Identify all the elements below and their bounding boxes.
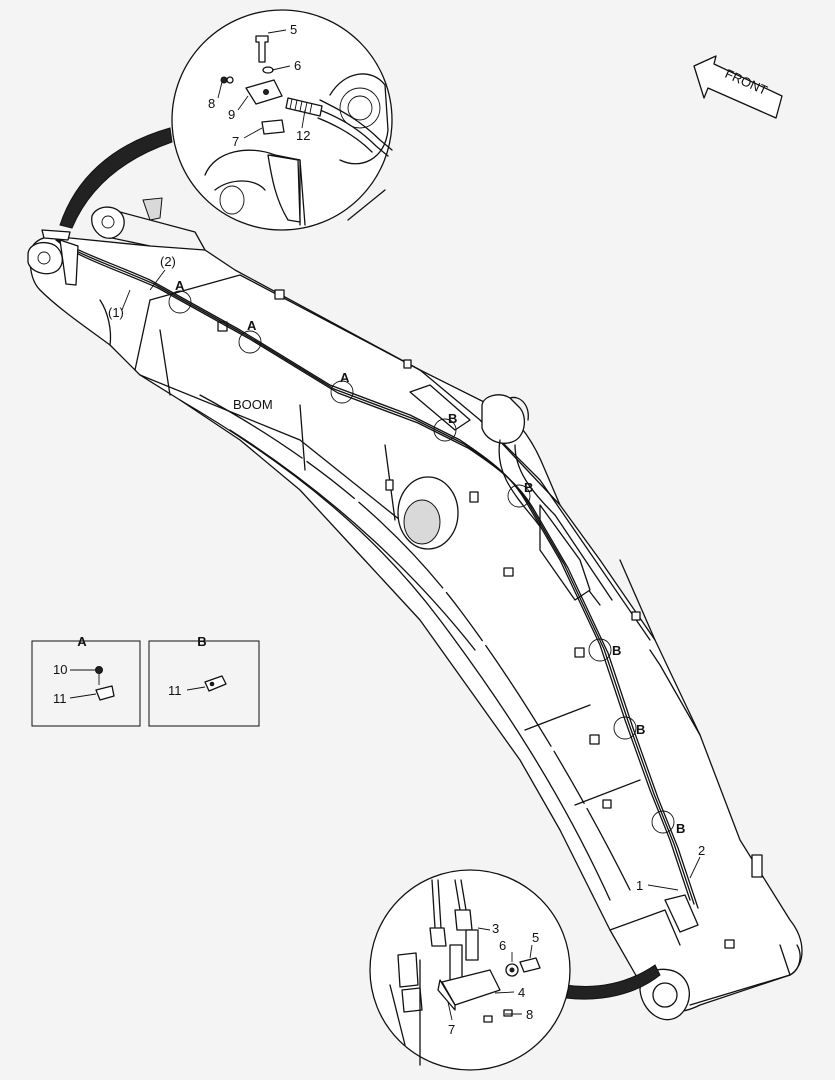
callout-5-bottom: 5 — [532, 930, 539, 945]
boom-label: BOOM — [233, 397, 273, 412]
callout-a-2: A — [247, 318, 257, 333]
front-arrow: FRONT — [693, 55, 783, 119]
callout-8-bottom: 8 — [526, 1007, 533, 1022]
callout-b-1: B — [448, 411, 457, 426]
callout-labels: BOOM (1) (2) A A A B B B B B 1 2 5 6 8 9… — [108, 22, 705, 1037]
detail-b-box: B 11 — [148, 634, 260, 727]
callout-b-3: B — [612, 643, 621, 658]
leader-lines — [121, 29, 701, 1021]
callout-b-2: B — [524, 480, 533, 495]
callout-3-bottom: 3 — [492, 921, 499, 936]
callout-b-5: B — [676, 821, 685, 836]
clamp-markers — [168, 290, 675, 834]
detail-a-title: A — [77, 634, 87, 649]
top-detail-bubble — [59, 9, 393, 231]
callout-a-1: A — [175, 278, 185, 293]
callout-7-bottom: 7 — [448, 1022, 455, 1037]
callout-p1: (1) — [108, 305, 124, 320]
callout-a-3: A — [340, 370, 350, 385]
callout-7-top: 7 — [232, 134, 239, 149]
detail-a-part-10: 10 — [53, 662, 67, 677]
callout-1: 1 — [636, 878, 643, 893]
callout-9-top: 9 — [228, 107, 235, 122]
callout-2: 2 — [698, 843, 705, 858]
callout-4-bottom: 4 — [518, 985, 525, 1000]
callout-5-top: 5 — [290, 22, 297, 37]
hose-route — [41, 229, 699, 933]
detail-b-part-11: 11 — [168, 683, 182, 698]
callout-8-top: 8 — [208, 96, 215, 111]
detail-a-part-11: 11 — [53, 691, 67, 706]
detail-a-box: A 10 11 — [31, 634, 141, 727]
boom-body — [27, 197, 803, 1021]
bottom-detail-bubble — [369, 869, 661, 1071]
callout-6-bottom: 6 — [499, 938, 506, 953]
callout-b-4: B — [636, 722, 645, 737]
callout-p2: (2) — [160, 254, 176, 269]
detail-b-title: B — [197, 634, 206, 649]
callout-6-top: 6 — [294, 58, 301, 73]
callout-12-top: 12 — [296, 128, 310, 143]
